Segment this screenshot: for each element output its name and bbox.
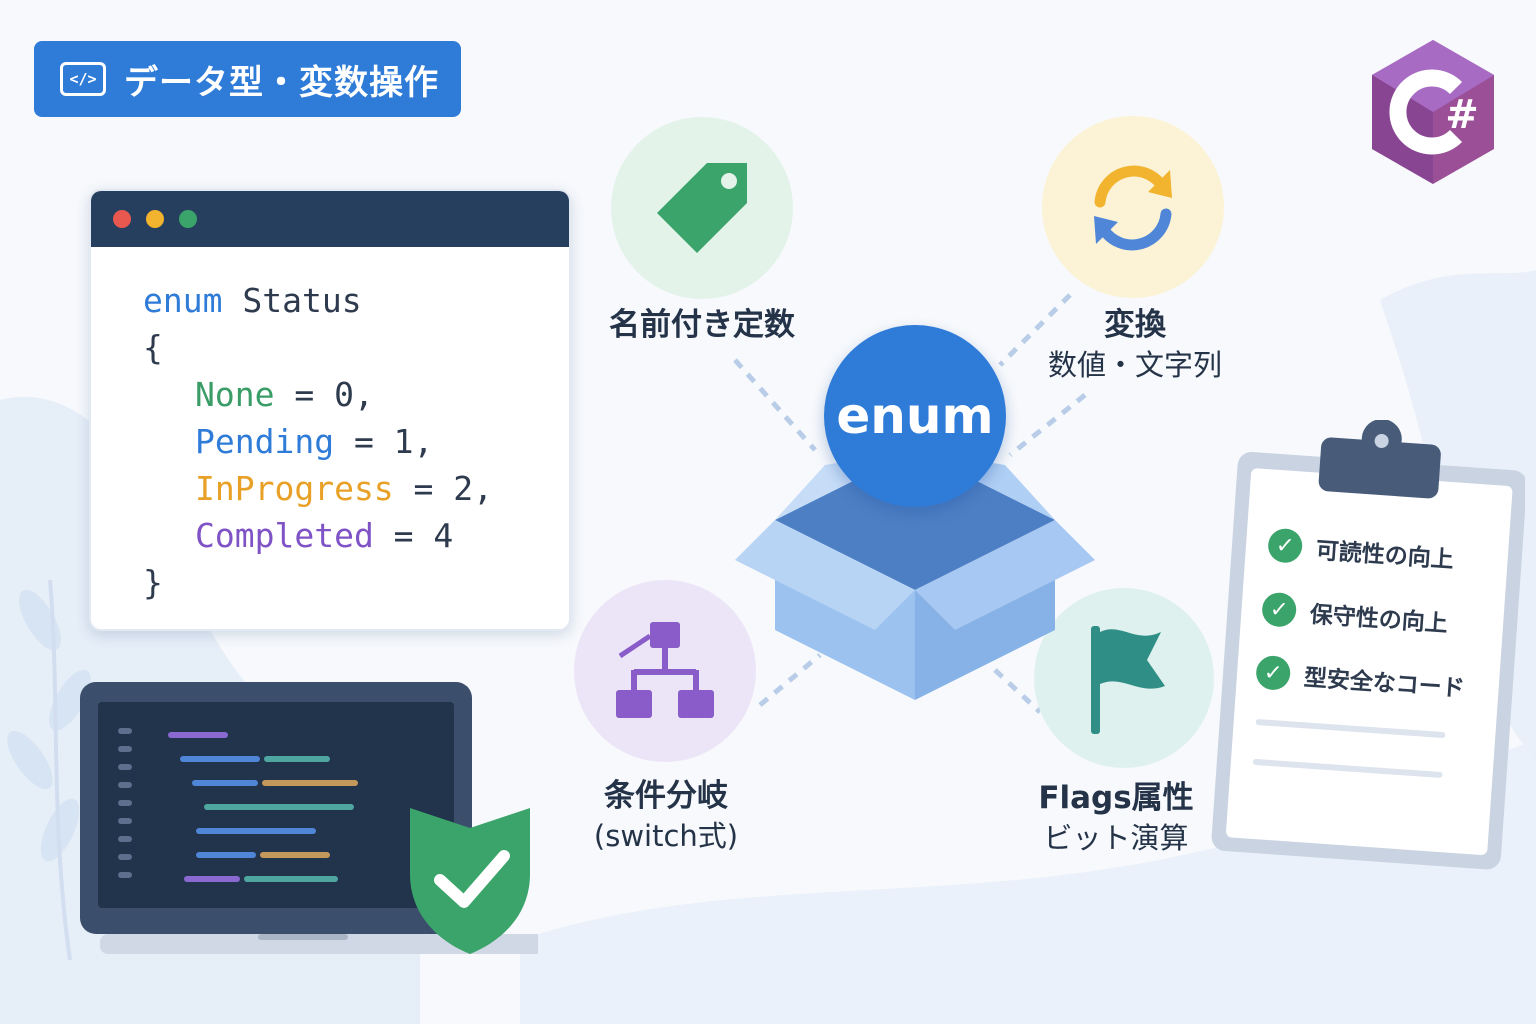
code-close-brace: } (143, 563, 163, 602)
member-name: InProgress (195, 469, 394, 508)
check-icon: ✓ (1261, 591, 1298, 628)
code-member: InProgress = 2, (143, 465, 569, 512)
code-line-declaration: enum Status (143, 277, 569, 324)
named-constant-label: 名前付き定数 (609, 307, 795, 343)
code-editor-window: enum Status{None = 0,Pending = 1,InProgr… (89, 189, 571, 631)
csharp-logo-icon: # (1372, 40, 1494, 184)
branching-subtitle: (switch式) (593, 819, 739, 853)
category-badge: </> データ型・変数操作 (34, 41, 461, 117)
flowchart-icon (616, 622, 714, 718)
maximize-dot-icon (179, 210, 197, 228)
code-member: Pending = 1, (143, 418, 569, 465)
branching-bubble (574, 580, 756, 762)
clipboard-illustration (1211, 420, 1525, 870)
member-value: = 4 (373, 516, 454, 555)
code-keyword: enum (143, 281, 223, 320)
flags-subtitle: ビット演算 (1043, 821, 1189, 855)
member-value: = 0, (274, 375, 374, 414)
member-value: = 2, (393, 469, 494, 508)
code-content: enum Status{None = 0,Pending = 1,InProgr… (91, 247, 569, 606)
minimize-dot-icon (146, 210, 164, 228)
code-member: Completed = 4 (143, 512, 569, 559)
code-open-brace: { (143, 328, 163, 367)
code-type-name: Status (242, 281, 362, 320)
enum-center-label: enum (824, 325, 1006, 507)
check-icon: ✓ (1255, 654, 1292, 692)
window-titlebar (91, 191, 569, 247)
flag-icon (1091, 626, 1165, 734)
flags-bubble (1034, 588, 1214, 768)
sync-icon (1094, 165, 1172, 251)
svg-text:#: # (1445, 92, 1479, 138)
conversion-bubble (1042, 116, 1224, 298)
named-constant-bubble (611, 117, 793, 299)
conversion-label: 変換 数値・文字列 (1030, 305, 1240, 385)
member-name: Completed (195, 516, 374, 555)
category-title: データ型・変数操作 (124, 62, 439, 103)
check-icon: ✓ (1267, 527, 1304, 564)
member-name: None (195, 375, 275, 414)
flags-label: Flags属性 ビット演算 (1016, 778, 1216, 858)
branching-title: 条件分岐 (604, 778, 728, 814)
code-icon: </> (60, 62, 106, 96)
tag-icon (657, 163, 747, 253)
member-name: Pending (195, 422, 335, 461)
member-value: = 1, (334, 422, 434, 461)
laptop-illustration (80, 682, 538, 954)
branching-label: 条件分岐 (switch式) (566, 776, 766, 856)
code-member: None = 0, (143, 371, 569, 418)
conversion-subtitle: 数値・文字列 (1047, 348, 1222, 382)
conversion-title: 変換 (1104, 307, 1166, 343)
close-dot-icon (113, 210, 131, 228)
flags-title: Flags属性 (1038, 780, 1194, 816)
open-box-illustration (735, 450, 1095, 700)
